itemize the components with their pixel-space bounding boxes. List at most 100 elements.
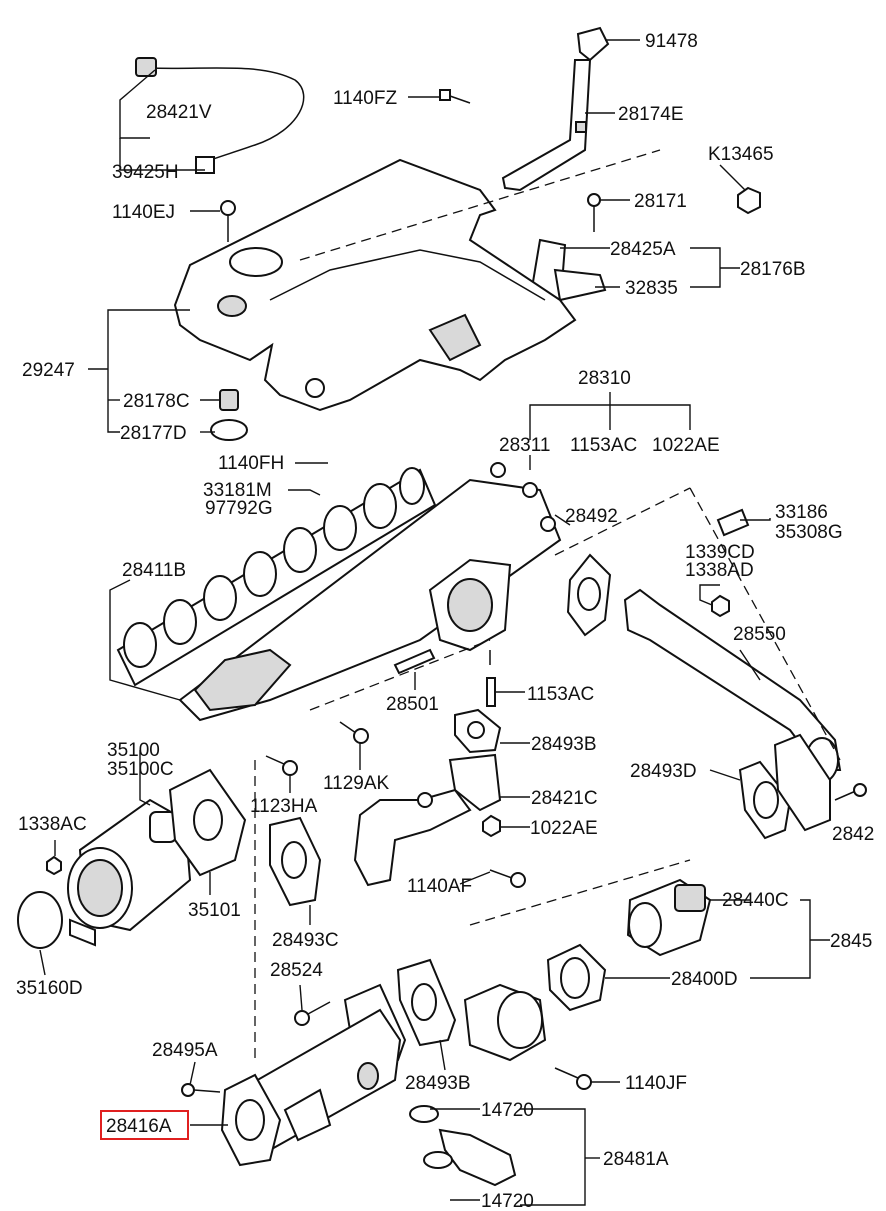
label-28421C[interactable]: 28421C <box>531 788 598 809</box>
label-35101[interactable]: 35101 <box>188 900 241 921</box>
label-35160D[interactable]: 35160D <box>16 978 83 999</box>
label-28411B[interactable]: 28411B <box>122 560 186 581</box>
label-K13465[interactable]: K13465 <box>708 144 774 165</box>
cooler-28416A <box>220 1008 402 1167</box>
pipe-28421C <box>353 753 502 887</box>
label-1123HA[interactable]: 1123HA <box>250 796 318 817</box>
oring-35160D <box>17 891 63 949</box>
gasket-28493C <box>269 816 322 907</box>
nut-K13465 <box>737 186 761 215</box>
label-28416A[interactable]: 28416A <box>106 1116 172 1137</box>
nut-1022AE <box>482 814 501 838</box>
bolt-1140FZ <box>439 89 471 104</box>
stud-28501 <box>393 648 436 675</box>
wire-sensor-28421V <box>135 57 305 174</box>
label-28495A[interactable]: 28495A <box>152 1040 218 1061</box>
centerline-3 <box>469 859 691 926</box>
label-1338AC[interactable]: 1338AC <box>18 814 87 835</box>
hose-28481A <box>409 1105 517 1187</box>
label-28178C[interactable]: 28178C <box>123 391 190 412</box>
label-28550[interactable]: 28550 <box>733 624 786 645</box>
label-1022AE-mid[interactable]: 1022AE <box>530 818 598 839</box>
label-28171[interactable]: 28171 <box>634 191 687 212</box>
leader-lines <box>39 39 830 1206</box>
stud-1153AC <box>486 677 496 707</box>
label-28493C[interactable]: 28493C <box>272 930 339 951</box>
bolt-1338AC <box>46 855 62 876</box>
cover-29247 <box>173 158 577 412</box>
egr-flange-28310 <box>428 558 512 665</box>
label-1140FH[interactable]: 1140FH <box>218 453 284 474</box>
centerline-5 <box>689 487 841 761</box>
label-1140JF[interactable]: 1140JF <box>625 1073 687 1094</box>
label-91478[interactable]: 91478 <box>645 31 698 52</box>
bolt-2842 <box>834 783 867 801</box>
label-97792G[interactable]: 97792G <box>205 498 273 519</box>
label-14720-bottom[interactable]: 14720 <box>481 1191 534 1211</box>
label-2845[interactable]: 2845 <box>830 931 872 952</box>
label-28400D[interactable]: 28400D <box>671 969 738 990</box>
gasket-28492 <box>566 553 612 637</box>
label-33186[interactable]: 33186 <box>775 502 828 523</box>
label-28493D[interactable]: 28493D <box>630 761 697 782</box>
bolt-1140JF <box>554 1067 592 1090</box>
label-35100[interactable]: 35100 <box>107 740 160 761</box>
label-28481A[interactable]: 28481A <box>603 1149 669 1170</box>
label-1140AF[interactable]: 1140AF <box>407 876 472 897</box>
label-28421V[interactable]: 28421V <box>146 102 212 123</box>
centerline-1 <box>299 149 661 261</box>
label-33181M[interactable]: 33181M <box>203 480 272 501</box>
label-28177D[interactable]: 28177D <box>120 423 187 444</box>
label-28311[interactable]: 28311 <box>499 435 550 456</box>
label-28493B-bottom[interactable]: 28493B <box>405 1073 471 1094</box>
label-28310[interactable]: 28310 <box>578 368 631 389</box>
label-1140FZ[interactable]: 1140FZ <box>333 88 397 109</box>
manifold-28311 <box>178 462 562 722</box>
label-14720-top[interactable]: 14720 <box>481 1100 534 1121</box>
egr-valve-body <box>463 983 547 1062</box>
bolt-28495A <box>181 1083 221 1097</box>
label-1140EJ[interactable]: 1140EJ <box>112 202 175 223</box>
centerline-4 <box>554 487 691 556</box>
gasket-28493D <box>738 733 831 840</box>
bolt-28524 <box>294 1001 331 1026</box>
label-28440C[interactable]: 28440C <box>722 890 789 911</box>
label-28174E[interactable]: 28174E <box>618 104 684 125</box>
bolt-1140EJ <box>220 200 236 242</box>
label-1022AE-top[interactable]: 1022AE <box>652 435 720 456</box>
label-1338AD[interactable]: 1338AD <box>685 560 754 581</box>
gasket-28411B <box>116 467 437 687</box>
gasket-35101 <box>168 768 247 877</box>
gasket-28493B-top <box>454 708 502 754</box>
label-1129AK[interactable]: 1129AK <box>323 773 390 794</box>
valve-28440C <box>626 878 712 957</box>
highlight-box <box>100 1110 189 1140</box>
label-39425H[interactable]: 39425H <box>112 162 179 183</box>
clip-33186 <box>716 508 750 537</box>
label-35100C[interactable]: 35100C <box>107 759 174 780</box>
bolt-1140AF <box>489 869 526 888</box>
label-28524[interactable]: 28524 <box>270 960 323 981</box>
label-28493B-top[interactable]: 28493B <box>531 734 597 755</box>
label-29247[interactable]: 29247 <box>22 360 75 381</box>
label-2842[interactable]: 2842 <box>832 824 874 845</box>
label-28501[interactable]: 28501 <box>386 694 439 715</box>
centerline-6 <box>309 639 491 711</box>
label-1153AC-mid[interactable]: 1153AC <box>527 684 594 705</box>
nut-1338AD <box>711 594 730 618</box>
label-28492[interactable]: 28492 <box>565 506 618 527</box>
label-28176B[interactable]: 28176B <box>740 259 806 280</box>
label-28425A[interactable]: 28425A <box>610 239 676 260</box>
bolt-28171 <box>587 193 601 232</box>
label-32835[interactable]: 32835 <box>625 278 678 299</box>
throttle-body-35100 <box>67 798 192 947</box>
label-1153AC-top[interactable]: 1153AC <box>570 435 637 456</box>
bolt-1123HA <box>265 755 298 776</box>
bracket-28174E <box>501 26 610 192</box>
label-1339CD[interactable]: 1339CD <box>685 542 755 563</box>
bolt-1129AK <box>339 721 369 744</box>
part-labels: 91478 28421V 1140FZ 28174E K13465 39425H… <box>16 31 874 1211</box>
grommets-28178C-28177D <box>210 389 248 441</box>
label-35308G[interactable]: 35308G <box>775 522 843 543</box>
